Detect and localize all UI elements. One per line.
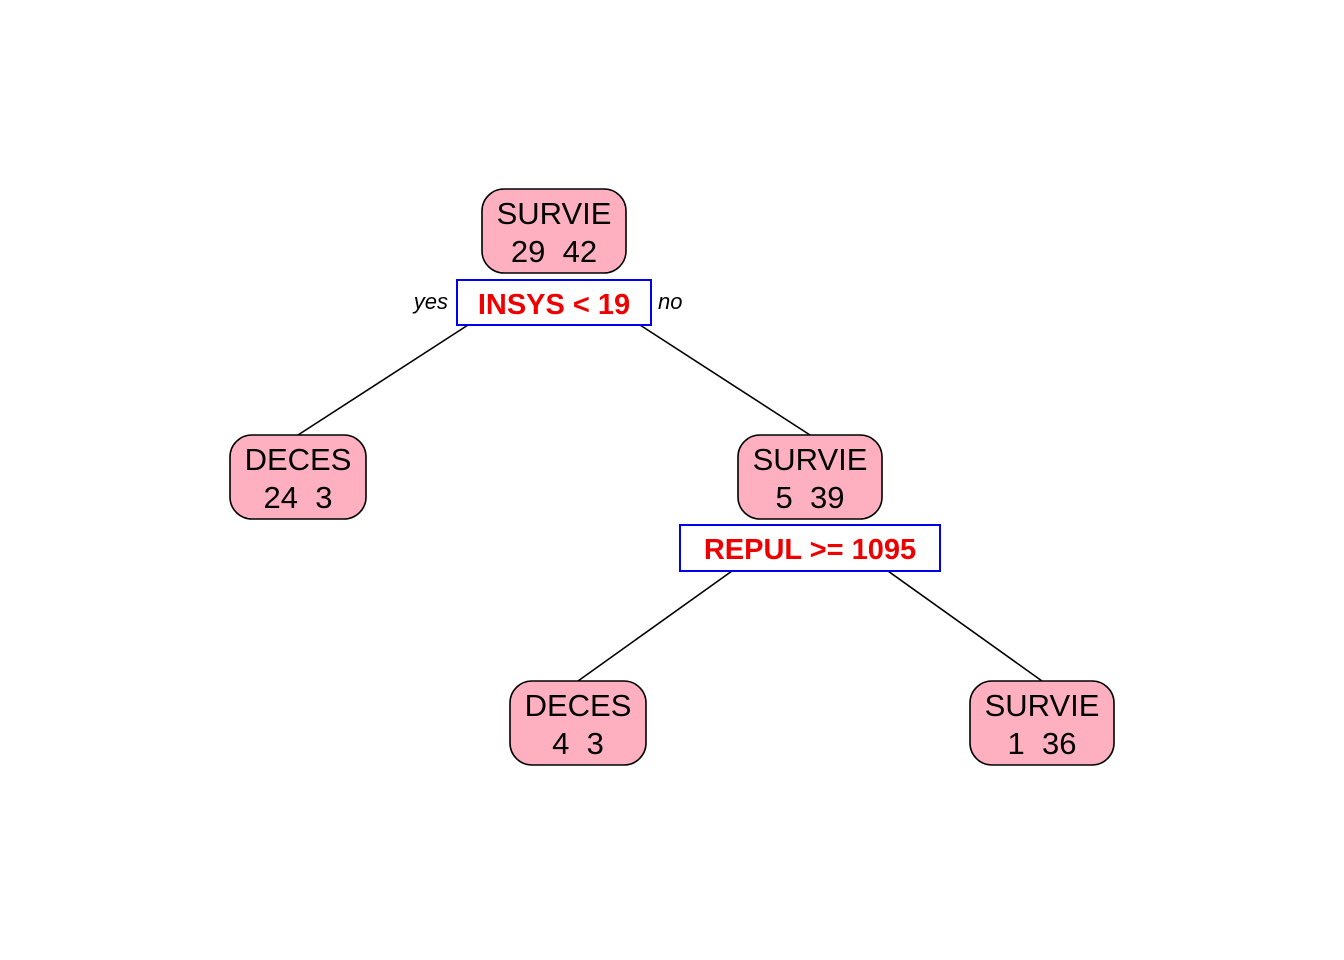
node-right-left-class: DECES	[525, 688, 632, 723]
edge-label-no: no	[658, 289, 682, 314]
split-root-rule: INSYS < 19	[478, 289, 630, 321]
node-right-class: SURVIE	[753, 442, 868, 477]
edge-root-left	[297, 324, 469, 436]
edge-root-right	[639, 324, 811, 436]
node-left-counts: 24 3	[264, 480, 333, 515]
node-root-counts: 29 42	[511, 234, 597, 269]
node-right-right-counts: 1 36	[1008, 726, 1077, 761]
node-root: SURVIE 29 42	[481, 188, 627, 274]
edge-right-rightleft	[577, 570, 733, 682]
node-left: DECES 24 3	[229, 434, 367, 520]
edge-label-yes: yes	[412, 289, 448, 314]
split-root: INSYS < 19	[456, 279, 652, 326]
node-right: SURVIE 5 39	[737, 434, 883, 520]
node-left-class: DECES	[245, 442, 352, 477]
node-right-left: DECES 4 3	[509, 680, 647, 766]
node-root-class: SURVIE	[497, 196, 612, 231]
split-right-rule: REPUL >= 1095	[704, 534, 916, 566]
split-right: REPUL >= 1095	[679, 524, 941, 572]
node-right-right: SURVIE 1 36	[969, 680, 1115, 766]
node-right-left-counts: 4 3	[552, 726, 604, 761]
node-right-right-class: SURVIE	[985, 688, 1100, 723]
edge-right-rightright	[887, 570, 1043, 682]
node-right-counts: 5 39	[776, 480, 845, 515]
